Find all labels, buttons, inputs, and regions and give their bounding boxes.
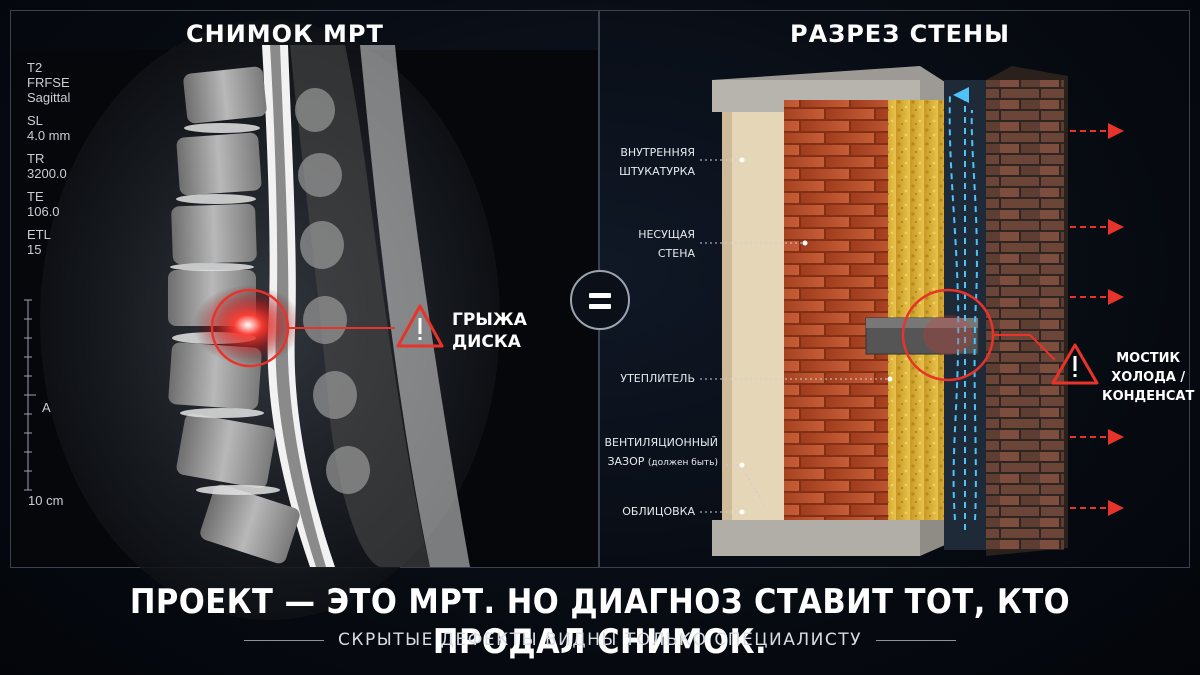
mri-etl-value: 15 <box>27 242 42 257</box>
hernia-line-2: ДИСКА <box>452 332 521 352</box>
mri-plane: Sagittal <box>27 90 71 105</box>
label-bearing-wall: НЕСУЩАЯ СТЕНА <box>638 228 695 260</box>
mri-tr-label: TR <box>27 151 45 166</box>
mri-panel-title: СНИМОК МРТ <box>186 20 384 48</box>
equals-icon <box>570 270 630 330</box>
hernia-line-1: ГРЫЖА <box>452 310 527 330</box>
warning-triangle-icon <box>396 304 444 348</box>
mri-sl-label: SL <box>27 113 43 128</box>
subline-row: СКРЫТЫЕ ДЕФЕКТЫ ВИДНЫ ТОЛЬКО СПЕЦИАЛИСТУ <box>0 630 1200 650</box>
airflow-lines <box>948 87 978 530</box>
mri-metadata: T2 FRFSE Sagittal SL 4.0 mm TR 3200.0 TE… <box>27 60 70 257</box>
mri-seq-1: T2 <box>27 60 43 75</box>
herniation-glow <box>193 285 303 365</box>
cold-bridge-warning-label: МОСТИК ХОЛОДА / КОНДЕНСАТ <box>1102 351 1195 404</box>
headline: ПРОЕКТ — ЭТО МРТ. НО ДИАГНОЗ СТАВИТ ТОТ,… <box>129 582 1071 662</box>
wall-section <box>712 66 1068 556</box>
subline: СКРЫТЫЕ ДЕФЕКТЫ ВИДНЫ ТОЛЬКО СПЕЦИАЛИСТУ <box>338 630 862 650</box>
mri-etl-label: ETL <box>27 227 51 242</box>
label-vent-gap: ВЕНТИЛЯЦИОННЫЙ ЗАЗОР (должен быть) <box>604 436 718 468</box>
heat-loss-arrows <box>1070 123 1124 516</box>
wall-panel-title: РАЗРЕЗ СТЕНЫ <box>790 20 1010 48</box>
mri-te-label: TE <box>27 189 44 204</box>
scale-ruler <box>24 299 36 491</box>
label-inner-plaster: ВНУТРЕННЯЯ ШТУКАТУРКА <box>619 146 695 178</box>
warning-triangle-icon <box>1051 343 1099 385</box>
label-insulation: УТЕПЛИТЕЛЬ <box>620 372 695 385</box>
hernia-warning-label: ГРЫЖА ДИСКА <box>452 309 527 353</box>
ruler-mark: A <box>42 400 51 415</box>
mri-sl-value: 4.0 mm <box>27 128 71 143</box>
mri-te-value: 106.0 <box>27 204 60 219</box>
mri-seq-2: FRFSE <box>27 75 70 90</box>
label-facing: ОБЛИЦОВКА <box>622 505 695 518</box>
scale-label: 10 cm <box>28 493 64 508</box>
mri-tr-value: 3200.0 <box>27 166 67 181</box>
